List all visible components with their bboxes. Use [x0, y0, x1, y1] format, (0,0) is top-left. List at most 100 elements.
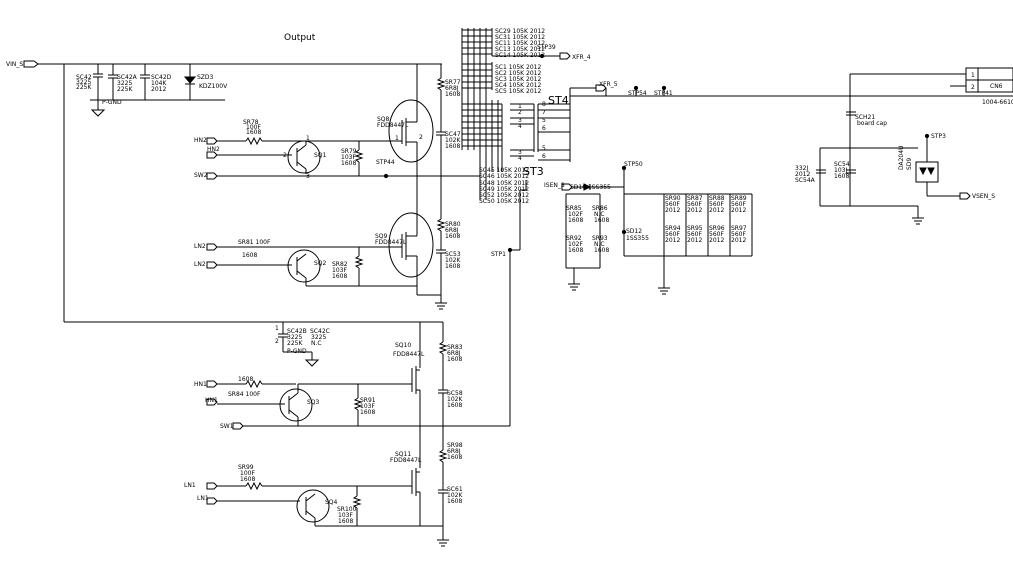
sc42b-val2: 225K — [287, 340, 303, 347]
sr82-val: 103F — [332, 267, 347, 274]
sr90-val: 560F — [665, 201, 680, 208]
sr97-val: 560F — [731, 231, 746, 238]
sr90-pkg: 2012 — [665, 207, 680, 214]
sr85-val: 102F — [568, 211, 583, 218]
stp41-label: STP41 — [654, 90, 673, 97]
sr88-pkg: 2012 — [709, 207, 724, 214]
snub-mid-0: SC1 105K 2012 — [495, 64, 541, 71]
sr78-pkg: 1608 — [246, 129, 261, 136]
cn6-part: 1004-6610 — [982, 99, 1013, 106]
sr85-ref: SR85 — [566, 205, 582, 212]
sr79-val: 103F — [341, 154, 356, 161]
vsen-label: VSEN_S — [972, 193, 995, 200]
sc54-pkg: 1608 — [834, 173, 849, 180]
sr77-ref: SR77 — [445, 79, 461, 86]
sr99-ref: SR99 — [238, 464, 254, 471]
sr89-val: 560F — [731, 201, 746, 208]
sr87-ref: SR87 — [687, 195, 703, 202]
st3-label: ST3 — [523, 165, 544, 178]
sc42a-ref: SC42A — [117, 74, 138, 81]
sr97-pkg: 2012 — [731, 237, 746, 244]
sr78-ref: SR78 — [243, 119, 259, 126]
sr93-val: N.C — [594, 241, 605, 248]
sr89-pkg: 2012 — [731, 207, 746, 214]
ln2-label-a: LN2 — [194, 243, 206, 250]
sc54a-val: 332J — [795, 165, 808, 172]
sc58-val: 102K — [447, 396, 463, 403]
sq11-ref: SQ11 — [395, 451, 411, 458]
driver-sq4: LN1 SR99 100F 1608 LN1 SQ4 SR100 103F 16… — [184, 464, 420, 527]
sr99-pkg: 1608 — [240, 476, 255, 483]
ln2-label-b: LN2 — [194, 261, 206, 268]
sq9-outline — [388, 212, 434, 278]
sd12-part: 1SS355 — [626, 235, 649, 242]
sr96-pkg: 2012 — [709, 237, 724, 244]
sd9-body — [915, 161, 939, 183]
sc61-ref: SC61 — [447, 486, 463, 493]
sr91-val: 103F — [360, 403, 375, 410]
st3-p3b: 3 — [518, 149, 522, 156]
st3-p5: 5 — [542, 117, 546, 124]
sq1-base-pin: 2 — [283, 152, 287, 159]
snubber-bottom-caps: SC45 105K 2012 SC46 105K 2012 SC48 105K … — [479, 167, 529, 205]
sch21-ref: SCH21 — [855, 114, 875, 121]
sr91-pkg: 1608 — [360, 409, 375, 416]
sr89-ref: SR89 — [731, 195, 747, 202]
cn6-pin2: 2 — [971, 84, 975, 91]
sq8-outline — [388, 99, 434, 163]
sq8-gate-pin: 1 — [395, 135, 399, 142]
sq9-ref: SQ9 — [375, 233, 388, 240]
sc54-val: 103J — [834, 167, 847, 174]
ln1-label-a: LN1 — [184, 482, 196, 489]
vin-port-flag — [23, 60, 39, 68]
sr87-val: 560F — [687, 201, 702, 208]
sr84-ref: SR84 100F — [228, 391, 261, 398]
st3-p4: 4 — [518, 123, 522, 130]
sr82-pkg: 1608 — [332, 273, 347, 280]
driver-sq1: HN2 SR78 100F 1608 HN2 SQ1 2 1 3 SW2 SR7… — [194, 119, 417, 180]
pin2: 2 — [275, 338, 279, 345]
sq3-body — [279, 388, 313, 422]
schematic-title: Output — [284, 33, 316, 43]
sr97-ref: SR97 — [731, 225, 747, 232]
bulk-caps-bottom: 1 2 SC42B 3225 225K SC42C 3225 N.C P-GND — [275, 322, 330, 367]
sr92-ref: SR92 — [566, 235, 582, 242]
sc53-val: 102K — [445, 257, 461, 264]
st4-p2: 2 — [518, 109, 522, 116]
vin-net: VIN_S — [6, 60, 443, 323]
snub-bot-2: SC48 105K 2012 — [479, 180, 529, 187]
st3-p5b: 5 — [542, 145, 546, 152]
snub-bot-1: SC46 105K 2012 — [479, 173, 529, 180]
snub-top-1: SC31 105K 2012 — [495, 34, 545, 41]
driver-sq2: LN2 SR81 100F 1608 LN2 SQ2 SR82 103F 160… — [194, 239, 417, 287]
vin-label: VIN_S — [6, 61, 23, 68]
sr80-pkg: 1608 — [445, 233, 460, 240]
snub-mid-1: SC2 105K 2012 — [495, 70, 541, 77]
sq1-col-pin: 1 — [306, 135, 310, 142]
current-sense: ISEN_S SD10 1SS355 STP50 SR85 102F 1608 … — [544, 161, 649, 291]
driver-sq3: HN1 1608 SR84 100F HN1 SQ3 SW1 SR91 103F… — [194, 376, 420, 430]
sq1-ref: SQ1 — [314, 152, 327, 159]
snub-top-0: SC29 105K 2012 — [495, 28, 545, 35]
sr83-val: 6R8J — [447, 350, 461, 357]
xfr5-label: XFR_5 — [599, 81, 618, 88]
sq4-ref: SQ4 — [325, 499, 338, 506]
sr86-pkg: 1608 — [594, 217, 609, 224]
sr94-val: 560F — [665, 231, 680, 238]
hn2-label-a: HN2 — [194, 137, 207, 144]
sw1-label: SW1 — [220, 423, 234, 430]
cn6-ref: CN6 — [990, 83, 1003, 90]
sr93-ref: SR93 — [592, 235, 608, 242]
sc42d-val: 104K — [151, 80, 167, 87]
sr87-pkg: 2012 — [687, 207, 702, 214]
sc54-ref: SC54 — [834, 161, 850, 168]
hn1-label-b: HN1 — [205, 397, 218, 404]
sr98-ref: SR98 — [447, 442, 463, 449]
sd9-part: DA204U — [898, 146, 905, 170]
sr88-ref: SR88 — [709, 195, 725, 202]
sr95-ref: SR95 — [687, 225, 703, 232]
stp3-label: STP3 — [931, 133, 946, 140]
sc61-pkg: 1608 — [447, 498, 462, 505]
sr82-ref: SR82 — [332, 261, 348, 268]
